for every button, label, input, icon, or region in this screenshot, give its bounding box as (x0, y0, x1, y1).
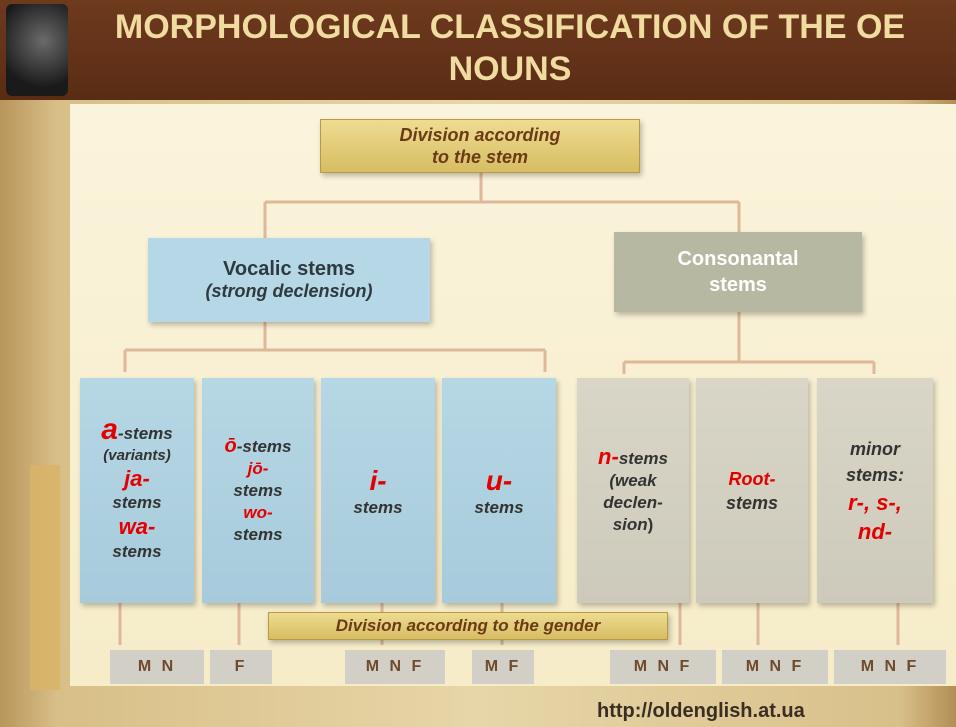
wo-label: wo- (243, 503, 273, 522)
wo-stems-label: stems (233, 525, 283, 544)
gender-cell-a: M N (110, 650, 204, 684)
consonantal-stems-node: Consonantal stems (614, 232, 862, 312)
rs-label: r-, s-, (848, 489, 902, 515)
root-label: Root- (728, 468, 776, 489)
o-stems-label: -stems (236, 437, 292, 456)
root-stems-label: stems (725, 492, 779, 513)
gender-division-label: Division according to the gender (335, 616, 601, 635)
i-label: i- (369, 464, 387, 496)
wa-stems-label: stems (112, 542, 162, 561)
logo-image (6, 4, 68, 96)
root-line1: Division according (399, 125, 561, 145)
root-node-stem: Division according to the stem (320, 119, 640, 173)
u-label: u- (485, 464, 513, 496)
sion-paren: ) (647, 514, 654, 534)
wa-label: wa- (118, 514, 156, 539)
slide-title: MORPHOLOGICAL CLASSIFICATION OF THE OE N… (114, 8, 906, 88)
vocalic-line2: (strong declension) (205, 281, 373, 301)
n-stems-column: n-stems (weak declen- sion) (577, 378, 689, 603)
i-stems-column: i- stems (321, 378, 435, 603)
ja-label: ja- (124, 466, 150, 491)
ja-stems-label: stems (112, 493, 162, 512)
consonantal-line1: Consonantal (677, 248, 799, 270)
title-bar: MORPHOLOGICAL CLASSIFICATION OF THE OE N… (0, 0, 956, 100)
n-letter: n- (598, 443, 619, 469)
gender-cell-o: F (210, 650, 272, 684)
vocalic-stems-node: Vocalic stems (strong declension) (148, 238, 430, 322)
i-stems-label: stems (353, 497, 403, 517)
o-stems-column: ō-stems jō- stems wo- stems (202, 378, 314, 603)
u-stems-label: stems (474, 497, 524, 517)
gender-cell-u: M F (472, 650, 534, 684)
nd-label: nd- (857, 518, 893, 544)
o-letter: ō (224, 435, 237, 457)
n-stems-label: stems (618, 448, 668, 468)
consonantal-line2: stems (709, 274, 767, 296)
declen-label: declen- (603, 492, 663, 512)
vocalic-line1: Vocalic stems (223, 258, 355, 280)
weak-label: (weak (609, 470, 657, 490)
gender-division-box: Division according to the gender (268, 612, 668, 640)
gender-cell-i: M N F (345, 650, 445, 684)
minor-stems-label: stems: (845, 464, 905, 485)
a-letter: a (101, 413, 118, 446)
root-stems-column: Root- stems (696, 378, 808, 603)
gender-cell-root: M N F (722, 650, 828, 684)
a-variants: (variants) (103, 447, 171, 464)
jo-stems-label: stems (233, 481, 283, 500)
u-stems-column: u- stems (442, 378, 556, 603)
root-line2: to the stem (431, 147, 528, 167)
jo-label: jō- (247, 459, 269, 478)
decorative-bar (30, 465, 60, 690)
minor-stems-column: minor stems: r-, s-, nd- (817, 378, 933, 603)
source-url[interactable]: http://oldenglish.at.ua (597, 700, 805, 722)
minor-label: minor (849, 438, 900, 459)
gender-cell-minor: M N F (834, 650, 946, 684)
sion-label: sion (612, 514, 648, 534)
a-stems-label: -stems (117, 424, 173, 443)
gender-cell-n: M N F (610, 650, 716, 684)
a-stems-column: a-stems (variants) ja- stems wa- stems (80, 378, 194, 603)
